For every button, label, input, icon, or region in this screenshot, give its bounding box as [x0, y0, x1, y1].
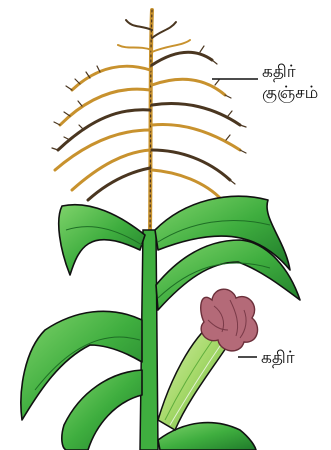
tassel-label: கதிர் குஞ்சம் [262, 62, 318, 104]
tassel-label-line2: குஞ்சம் [262, 83, 318, 104]
tassel-label-line1: கதிர் [262, 62, 318, 83]
ear [158, 289, 258, 430]
ear-label: கதிர் [261, 348, 295, 369]
